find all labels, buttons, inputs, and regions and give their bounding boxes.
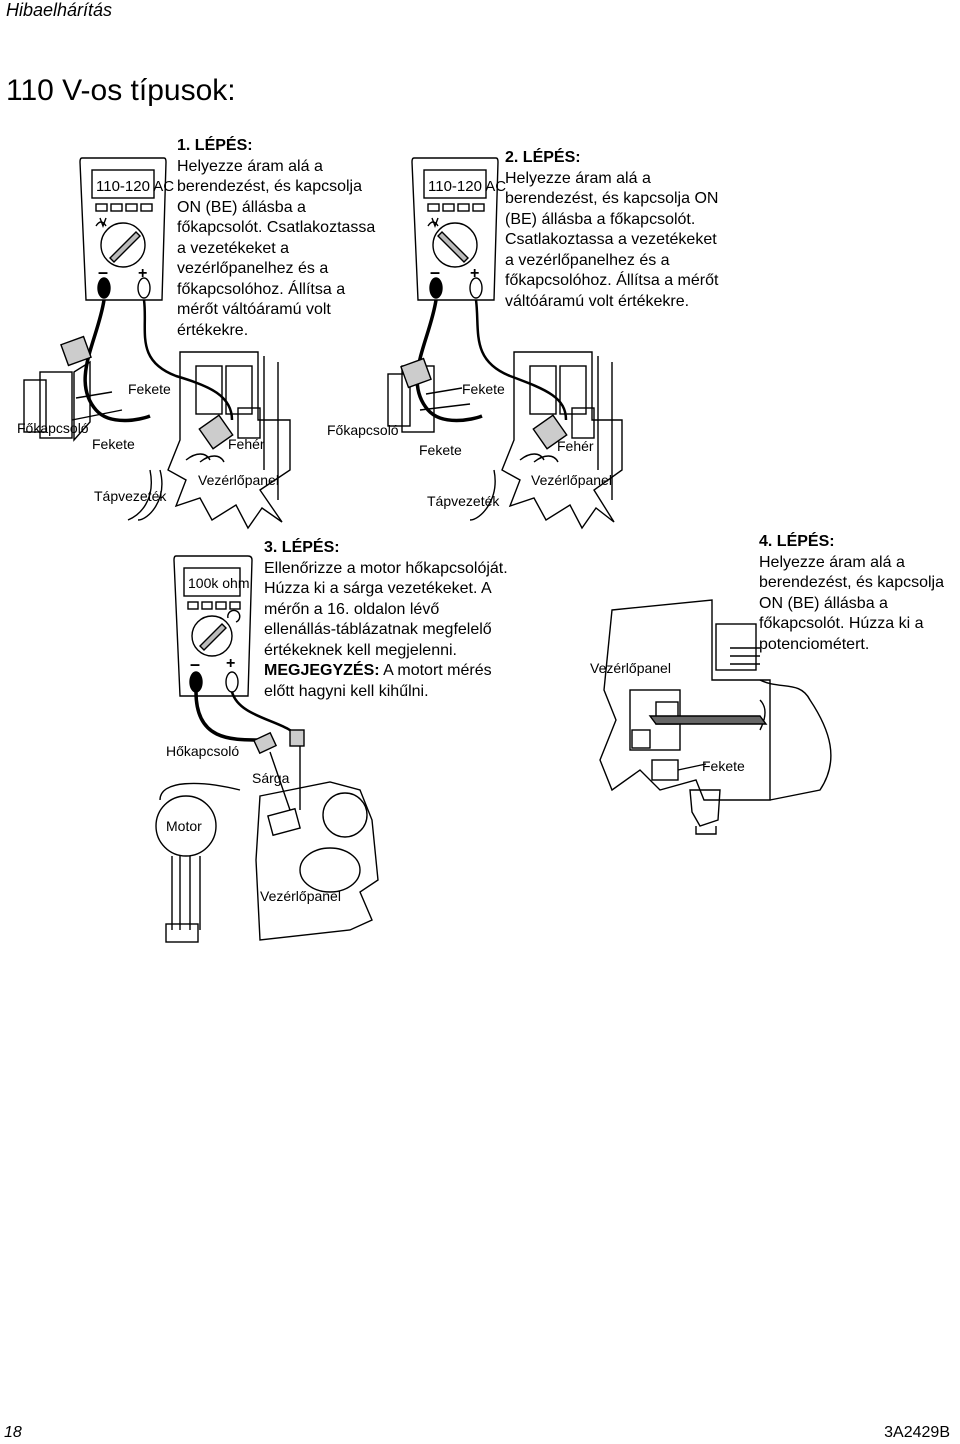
meter1-display: 110-120 AC: [96, 178, 174, 195]
step-1-line: berendezést, és kapcsolja: [177, 178, 362, 195]
label-vezerlopanel: Vezérlőpanel: [531, 472, 612, 488]
step-1-line: értékekre.: [177, 321, 249, 339]
note-text: előtt hagyni kell kihűlni.: [264, 682, 429, 700]
label-fekete: Fekete: [702, 758, 745, 774]
step-4-heading: 4. LÉPÉS:: [759, 533, 835, 550]
step-4-line: Helyezze áram alá a: [759, 553, 905, 571]
step-2-heading: 2. LÉPÉS:: [505, 149, 581, 166]
meter2-minus: –: [430, 262, 440, 282]
step-3-line: Ellenőrizze a motor hőkapcsolóját.: [264, 559, 508, 577]
step-2-line: Helyezze áram alá a: [505, 169, 651, 187]
step-3-line: értékeknek kell megjelenni.: [264, 641, 457, 659]
multimeter-1-icon: [79, 157, 167, 301]
step-4-line: potenciométert.: [759, 635, 870, 653]
step-2-line: (BE) állásba a főkapcsolót.: [505, 210, 696, 228]
step-4-line: főkapcsolót. Húzza ki a: [759, 615, 924, 632]
step-4-line: berendezést, és kapcsolja: [759, 574, 944, 591]
step-3-heading: 3. LÉPÉS:: [264, 539, 340, 556]
step-1-line: ON (BE) állásba a: [177, 198, 306, 216]
step-2-line: a vezérlőpanelhez és a: [505, 251, 670, 269]
label-vezerlopanel: Vezérlőpanel: [260, 888, 341, 904]
doc-code: 3A2429B: [884, 1424, 950, 1441]
note-label: MEGJEGYZÉS:: [264, 662, 380, 679]
meter2-display: 110-120 AC: [428, 178, 506, 195]
page-number: 18: [4, 1424, 22, 1441]
multimeter-3-icon: [173, 555, 253, 697]
step-2: 2. LÉPÉS: Helyezze áram alá a berendezés…: [505, 148, 718, 312]
step-4-line: ON (BE) állásba a: [759, 594, 888, 612]
step-2-line: főkapcsolóhoz. Állítsa a mérőt: [505, 272, 719, 289]
label-fekete: Fekete: [92, 436, 135, 452]
step-1-line: főkapcsolóhoz. Állítsa a: [177, 280, 346, 298]
running-header: Hibaelhárítás: [6, 0, 113, 20]
step-1-line: Helyezze áram alá a: [177, 157, 323, 175]
label-motor: Motor: [166, 818, 202, 834]
label-tapvezetek: Tápvezeték: [427, 493, 500, 509]
label-fokapcsolo: Főkapcsoló: [327, 422, 399, 438]
label-hokapcsolo: Hőkapcsoló: [166, 743, 240, 759]
note-text: A motort mérés: [379, 662, 492, 679]
step-2-line: váltóáramú volt értékekre.: [505, 292, 690, 310]
meter1-minus: –: [98, 262, 108, 282]
step-1-heading: 1. LÉPÉS:: [177, 137, 253, 154]
meter1-plus: +: [138, 265, 147, 282]
meter2-plus: +: [470, 265, 479, 282]
step-1: 1. LÉPÉS: Helyezze áram alá a berendezés…: [177, 136, 375, 341]
step-3-note: MEGJEGYZÉS: A motort mérés: [264, 661, 508, 682]
step-3-line: ellenállás-táblázatnak megfelelő: [264, 621, 492, 638]
step-1-line: főkapcsolót. Csatlakoztassa: [177, 219, 376, 236]
meter3-display: 100k ohm: [188, 575, 249, 591]
section-title: 110 V-os típusok:: [6, 74, 236, 107]
label-feher: Fehér: [557, 438, 594, 454]
step-3: 3. LÉPÉS: Ellenőrizze a motor hőkapcsoló…: [264, 538, 508, 702]
label-fekete: Fekete: [128, 381, 171, 397]
step-3-line: mérőn a 16. oldalon lévő: [264, 600, 440, 618]
multimeter-2-icon: [411, 157, 499, 301]
step-4: 4. LÉPÉS: Helyezze áram alá a berendezés…: [759, 532, 944, 655]
label-fekete: Fekete: [462, 381, 505, 397]
step-1-line: a vezetékeket a: [177, 239, 290, 257]
label-feher: Fehér: [228, 436, 265, 452]
meter3-plus: +: [226, 655, 235, 672]
label-fokapcsolo: Főkapcsoló: [17, 420, 89, 436]
step-1-line: vezérlőpanelhez és a: [177, 260, 329, 277]
label-vezerlopanel: Vezérlőpanel: [590, 660, 671, 676]
step-1-line: mérőt váltóáramú volt: [177, 301, 331, 318]
step-3-line: Húzza ki a sárga vezetékeket. A: [264, 580, 492, 597]
meter3-minus: –: [190, 654, 200, 674]
step-2-line: berendezést, és kapcsolja ON: [505, 190, 719, 207]
label-vezerlopanel: Vezérlőpanel: [198, 472, 279, 488]
step-2-line: Csatlakoztassa a vezetékeket: [505, 231, 717, 248]
label-tapvezetek: Tápvezeték: [94, 488, 167, 504]
label-sarga: Sárga: [252, 770, 290, 786]
label-fekete: Fekete: [419, 442, 462, 458]
